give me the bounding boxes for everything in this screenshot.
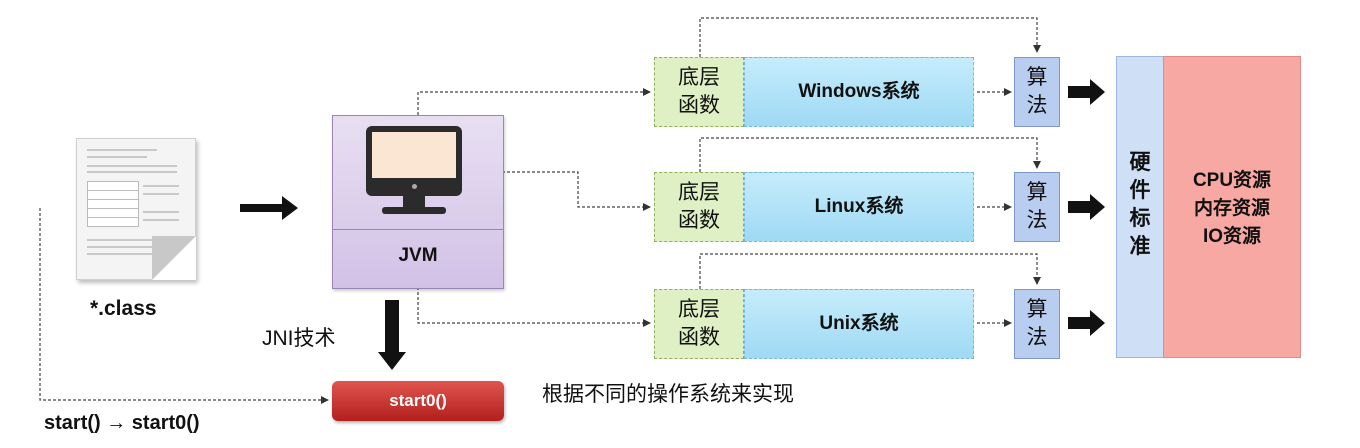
resource-io: IO资源 — [1202, 226, 1262, 247]
algorithm-line-1: 算 — [1026, 66, 1048, 89]
jvm-label: JVM — [398, 245, 438, 266]
windows-function-box: 底层 函数 — [654, 57, 744, 127]
windows-algorithm-box: 算 法 — [1014, 57, 1060, 127]
os-implementation-note: 根据不同的操作系统来实现 — [542, 383, 794, 406]
algorithm-line-1: 算 — [1026, 298, 1048, 321]
unix-loop-connector — [699, 253, 1041, 289]
function-line-2: 函数 — [678, 326, 720, 349]
function-line-2: 函数 — [678, 209, 720, 232]
jni-label: JNI技术 — [262, 327, 336, 350]
linux-function-box: 底层 函数 — [654, 172, 744, 242]
hardware-char: 准 — [1129, 235, 1151, 258]
algorithm-line-1: 算 — [1026, 181, 1048, 204]
start-flow-connector — [39, 208, 329, 404]
class-file-icon — [76, 138, 196, 280]
start0-button[interactable]: start0() — [332, 381, 504, 421]
resource-cpu: CPU资源 — [1192, 170, 1272, 191]
linux-loop-connector — [699, 137, 1041, 172]
function-line-1: 底层 — [678, 181, 720, 204]
hardware-char: 标 — [1129, 207, 1151, 230]
algorithm-line-2: 法 — [1026, 209, 1048, 232]
hardware-char: 硬 — [1129, 151, 1151, 174]
unix-algorithm-box: 算 法 — [1014, 289, 1060, 359]
jvm-to-start0-arrow — [378, 300, 406, 370]
jvm-to-windows-connector — [417, 88, 651, 115]
start-flow-label: start() → start0() — [44, 412, 200, 434]
unix-system-box: Unix系统 — [744, 289, 974, 359]
function-line-1: 底层 — [678, 66, 720, 89]
monitor-icon — [366, 126, 462, 196]
windows-system-box: Windows系统 — [744, 57, 974, 127]
algorithm-line-2: 法 — [1026, 326, 1048, 349]
resources-box: CPU资源 内存资源 IO资源 — [1163, 56, 1301, 358]
hardware-standard-box: 硬 件 标 准 — [1116, 56, 1164, 358]
monitor-stand — [403, 196, 425, 208]
function-line-1: 底层 — [678, 298, 720, 321]
function-line-2: 函数 — [678, 94, 720, 117]
linux-to-hardware-arrow — [1068, 194, 1105, 220]
monitor-base — [382, 207, 446, 214]
jvm-to-unix-connector — [417, 287, 651, 327]
linux-algorithm-box: 算 法 — [1014, 172, 1060, 242]
class-file-label: *.class — [90, 297, 157, 320]
jvm-to-linux-connector — [502, 171, 651, 211]
hardware-char: 件 — [1129, 179, 1151, 202]
resource-memory: 内存资源 — [1193, 198, 1270, 219]
unix-function-box: 底层 函数 — [654, 289, 744, 359]
unix-to-hardware-arrow — [1068, 310, 1105, 336]
linux-system-box: Linux系统 — [744, 172, 974, 242]
class-to-jvm-arrow — [240, 196, 298, 220]
windows-to-hardware-arrow — [1068, 79, 1105, 105]
algorithm-line-2: 法 — [1026, 94, 1048, 117]
windows-loop-connector — [699, 17, 1041, 57]
